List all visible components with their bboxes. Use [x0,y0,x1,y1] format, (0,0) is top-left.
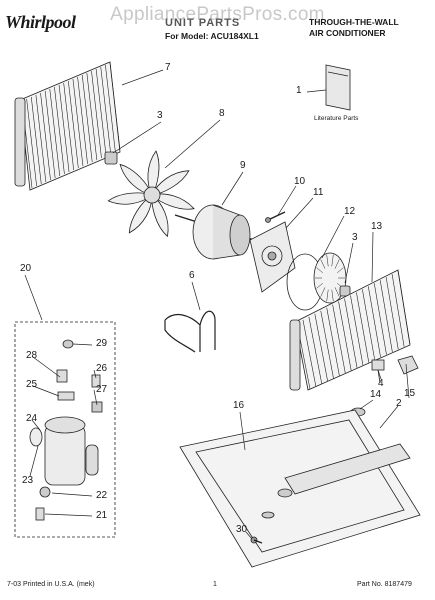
callout-2: 2 [396,398,402,409]
evaporator-coil[interactable] [289,269,411,391]
callout-14: 14 [370,389,382,400]
watermark-text: AppliancePartsPros.com [110,4,325,25]
base-pan[interactable] [179,409,421,568]
print-info: 7-03 Printed in U.S.A. (mek) [7,581,95,588]
callout-10: 10 [294,176,306,187]
callout-8: 8 [219,108,225,119]
parts-title: UNIT PARTS [165,17,241,29]
motor-mount-bracket[interactable] [249,221,296,293]
callout-29: 29 [96,338,108,349]
callout-25: 25 [26,379,38,390]
callout-23: 23 [22,475,34,486]
drain-plug[interactable] [397,355,419,375]
compressor-assembly[interactable] [14,321,116,538]
callout-28: 28 [26,350,38,361]
callout-1: 1 [296,85,302,96]
blower-wheel[interactable] [286,252,347,311]
callout-27: 27 [96,384,108,395]
callout-4: 4 [378,378,384,389]
callout-21: 21 [96,510,108,521]
model-line: For Model: ACU184XL1 [165,31,259,41]
literature-booklet[interactable] [325,64,351,111]
callout-26: 26 [96,363,108,374]
callout-3-right: 3 [352,232,358,243]
clip-part[interactable] [104,151,118,165]
callout-12: 12 [344,206,356,217]
callout-15: 15 [404,388,416,399]
screw-part[interactable] [250,536,263,544]
literature-parts-label: Literature Parts [314,115,359,122]
callout-7: 7 [165,62,171,73]
fan-motor[interactable] [174,204,271,260]
callout-6: 6 [189,270,195,281]
callout-16: 16 [233,400,245,411]
product-title-line2: AIR CONDITIONER [309,28,386,38]
hanger-bracket[interactable] [164,310,216,353]
callout-11: 11 [313,187,324,198]
callout-22: 22 [96,490,108,501]
part-number: Part No. 8187479 [357,581,412,588]
fan-blade[interactable] [107,150,196,238]
callout-13: 13 [371,221,383,232]
callout-3-top: 3 [157,110,163,121]
callout-30: 30 [236,524,248,535]
brand-logo: Whirlpool [5,12,76,32]
callout-20: 20 [20,263,32,274]
product-title-line1: THROUGH-THE-WALL [309,17,399,27]
condenser-coil[interactable] [14,61,121,191]
screw-part[interactable] [265,211,286,223]
callout-9: 9 [240,160,246,171]
page-number: 1 [213,581,217,588]
clip-part[interactable] [339,285,351,297]
callout-24: 24 [26,413,38,424]
